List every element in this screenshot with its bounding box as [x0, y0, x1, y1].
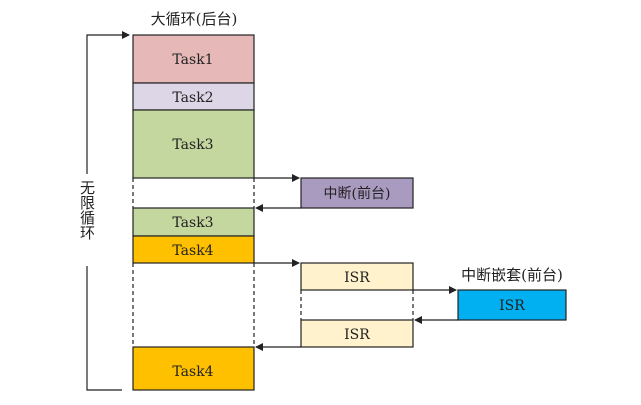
task1-block: [132, 34, 255, 84]
isr-gap-dashes: [300, 290, 414, 320]
task3-label: Task3: [172, 137, 213, 153]
nested-interrupt-title: 中断嵌套(前台): [461, 266, 563, 284]
infinite-loop-label: 无限循环: [78, 180, 96, 240]
task3-block: [132, 109, 255, 179]
task4-label: Task4: [172, 243, 213, 259]
isr-label: ISR: [344, 270, 370, 286]
task4-resume-label: Task4: [172, 364, 213, 380]
task4-block: [132, 235, 255, 264]
nested-isr-block: [457, 289, 567, 321]
interrupt-label: 中断(前台): [324, 185, 391, 202]
background-loop-title: 大循环(后台): [151, 10, 238, 28]
task3-resume-label: Task3: [172, 215, 213, 231]
task1-label: Task1: [172, 52, 213, 68]
gap-dashes-1: [132, 178, 255, 208]
task4-resume-block: [132, 346, 255, 391]
loop-label-bg: [78, 174, 96, 266]
task3-resume-block: [132, 207, 255, 237]
nested-isr-label: ISR: [499, 298, 525, 314]
gap-dashes-2: [132, 263, 255, 347]
isr-resume-block: [300, 319, 414, 348]
isr-resume-label: ISR: [344, 327, 370, 343]
task2-label: Task2: [172, 90, 213, 106]
isr-block: [300, 262, 414, 291]
interrupt-block: [300, 177, 414, 209]
